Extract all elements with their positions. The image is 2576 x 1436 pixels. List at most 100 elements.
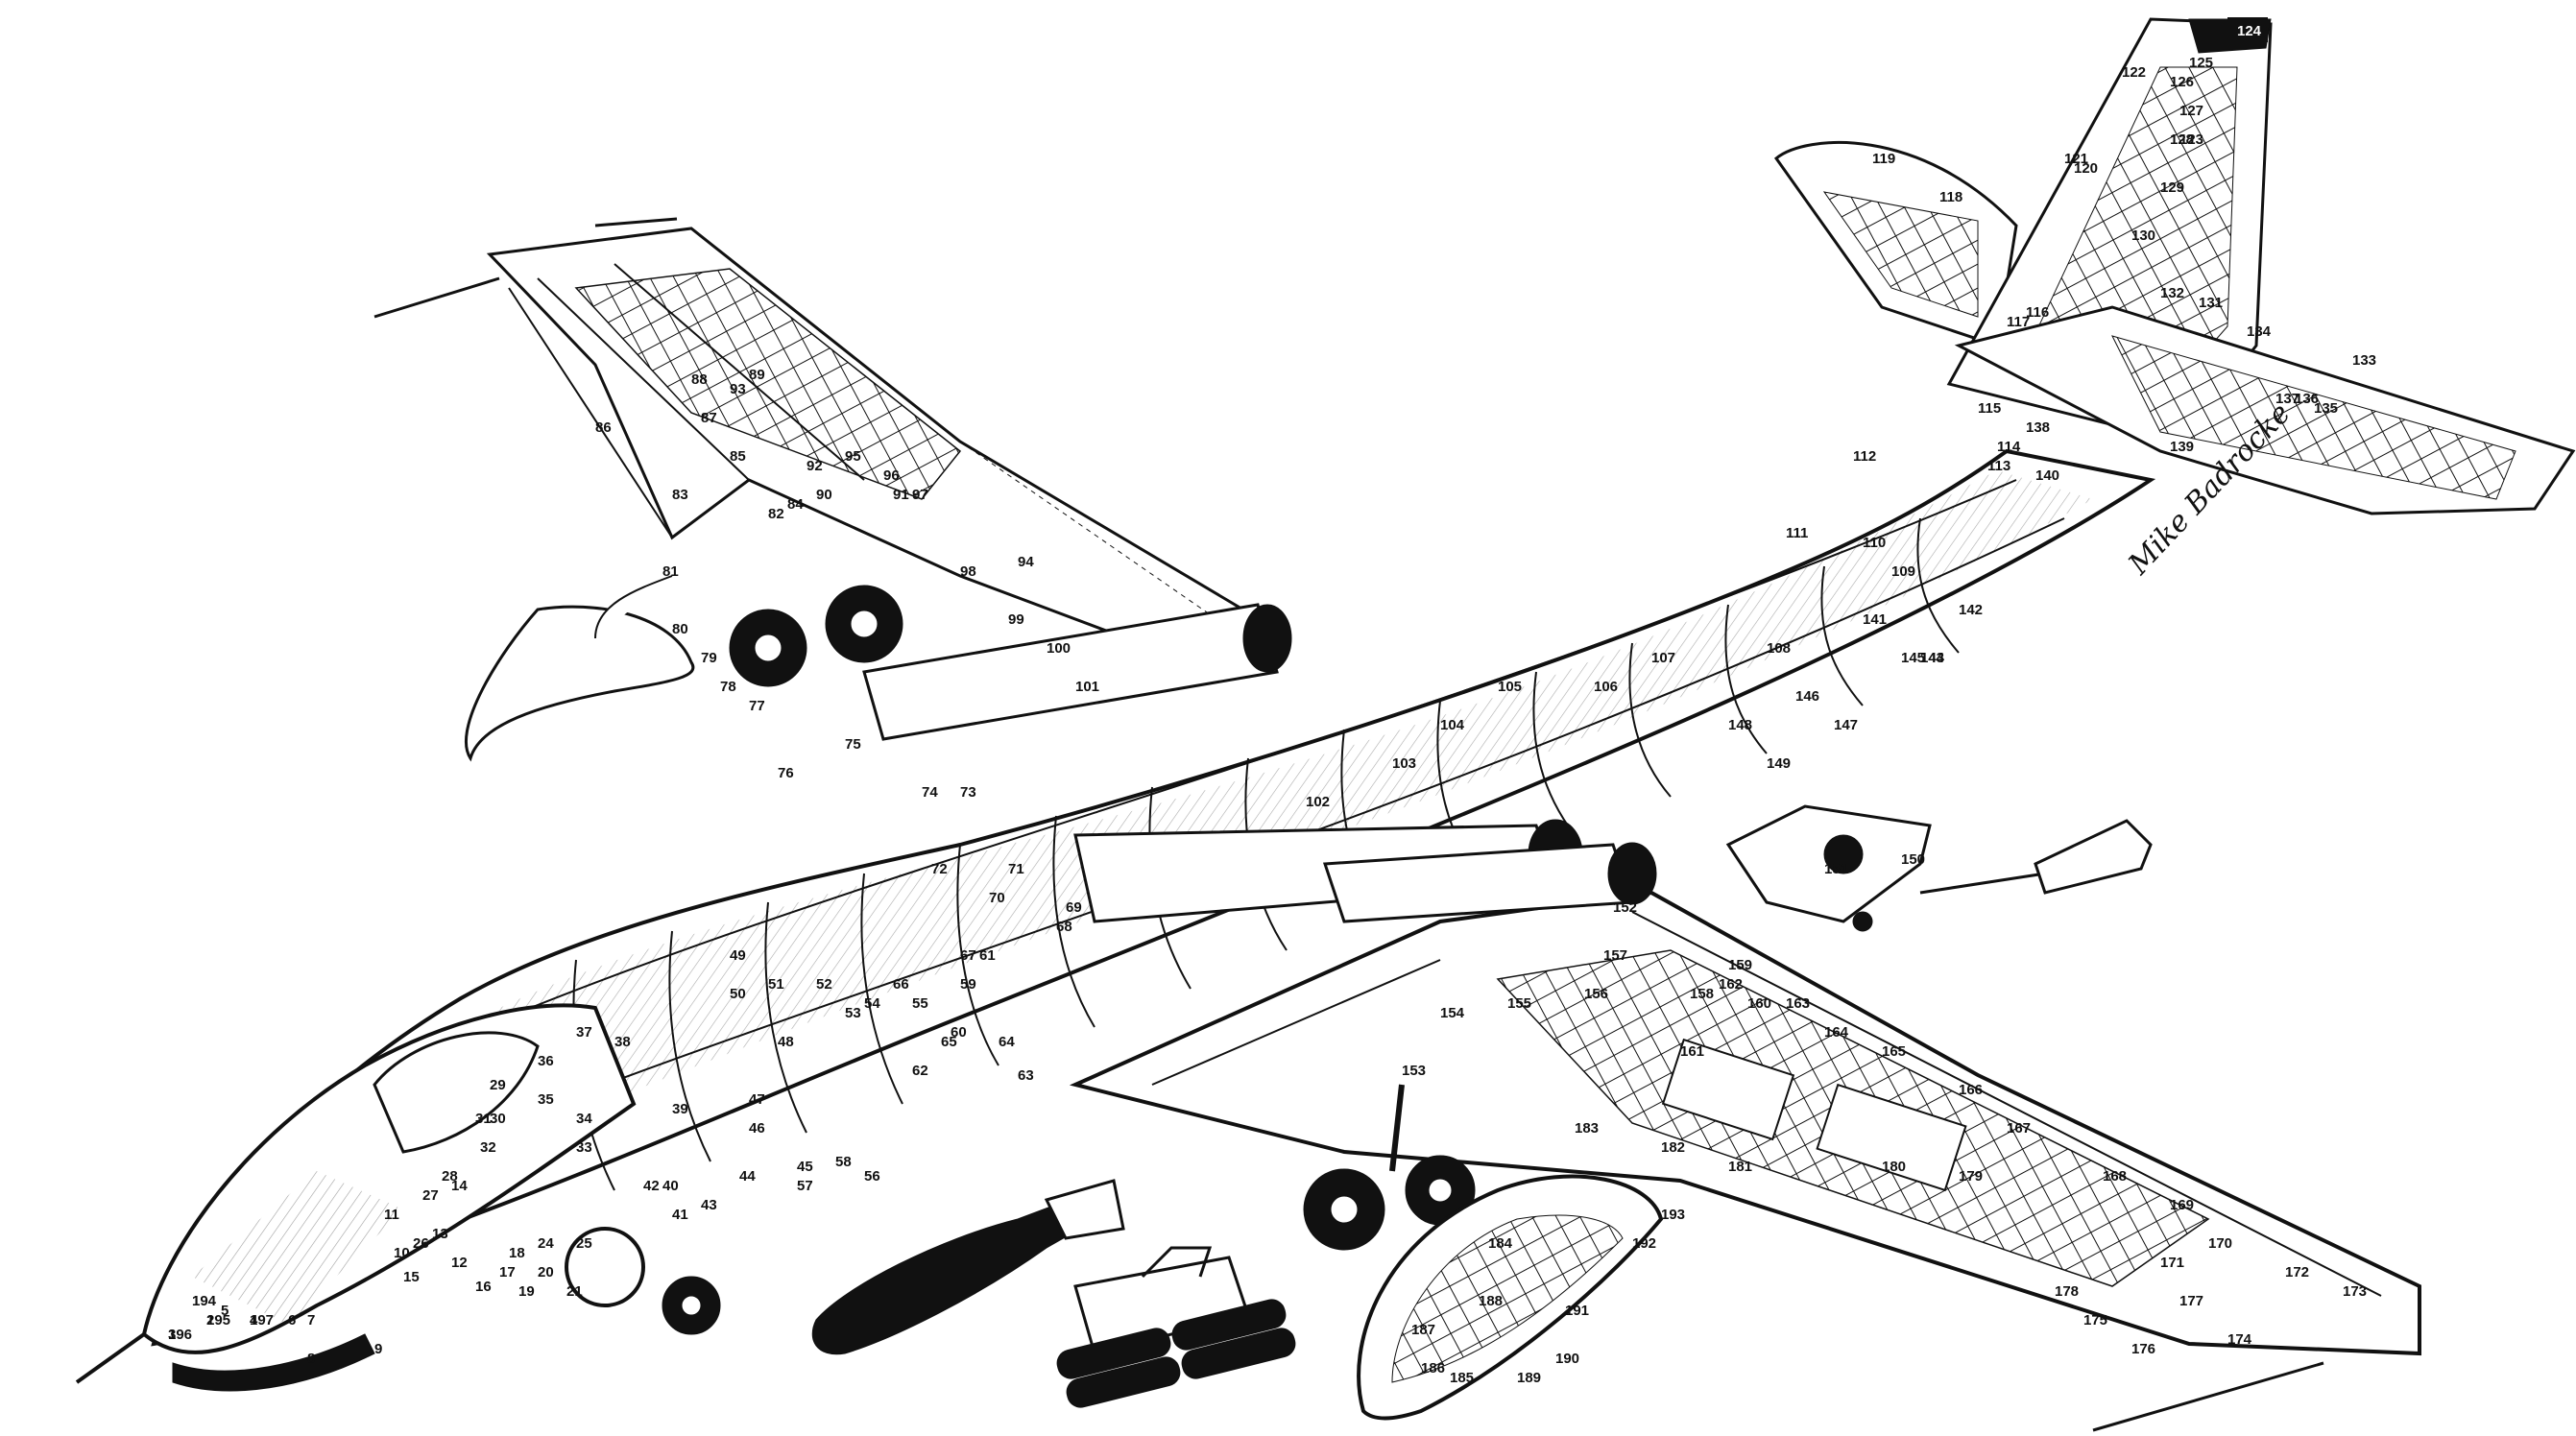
callout-48: 48 bbox=[778, 1034, 794, 1050]
callout-12: 12 bbox=[451, 1255, 468, 1271]
nose-section bbox=[75, 1003, 645, 1392]
callout-158: 158 bbox=[1690, 986, 1714, 1002]
callout-136: 136 bbox=[2295, 391, 2319, 407]
callout-105: 105 bbox=[1498, 679, 1522, 695]
callout-163: 163 bbox=[1786, 995, 1810, 1012]
callout-4: 4 bbox=[250, 1312, 258, 1328]
callout-145: 145 bbox=[1901, 650, 1925, 666]
callout-160: 160 bbox=[1747, 995, 1771, 1012]
callout-65: 65 bbox=[941, 1034, 957, 1050]
callout-177: 177 bbox=[2179, 1293, 2203, 1309]
callout-61: 61 bbox=[979, 947, 996, 964]
callout-31: 31 bbox=[475, 1111, 492, 1127]
tailplane-starboard bbox=[1954, 305, 2576, 515]
callout-110: 110 bbox=[1863, 535, 1886, 551]
callout-134: 134 bbox=[2247, 323, 2272, 340]
callout-152: 152 bbox=[1613, 899, 1637, 916]
callout-135: 135 bbox=[2314, 400, 2338, 417]
main-undercarriage bbox=[1303, 1084, 1476, 1251]
callout-90: 90 bbox=[816, 487, 832, 503]
callout-126: 126 bbox=[2170, 74, 2194, 90]
callout-147: 147 bbox=[1834, 717, 1858, 733]
callout-125: 125 bbox=[2189, 55, 2213, 71]
callout-91: 91 bbox=[893, 487, 909, 503]
callout-26: 26 bbox=[413, 1235, 429, 1252]
callout-166: 166 bbox=[1959, 1082, 1983, 1098]
callout-180: 180 bbox=[1882, 1159, 1906, 1175]
callout-159: 159 bbox=[1728, 957, 1752, 973]
callout-17: 17 bbox=[499, 1264, 516, 1280]
callout-93: 93 bbox=[730, 381, 746, 397]
callout-43: 43 bbox=[701, 1197, 717, 1213]
callout-194: 194 bbox=[192, 1293, 217, 1309]
callout-36: 36 bbox=[538, 1053, 554, 1069]
callout-41: 41 bbox=[672, 1207, 688, 1223]
callout-66: 66 bbox=[893, 976, 909, 993]
callout-1: 1 bbox=[192, 1293, 200, 1309]
callout-40: 40 bbox=[662, 1178, 679, 1194]
callout-60: 60 bbox=[951, 1024, 967, 1041]
callout-171: 171 bbox=[2160, 1255, 2184, 1271]
callout-131: 131 bbox=[2199, 295, 2223, 311]
callout-13: 13 bbox=[432, 1226, 448, 1242]
callout-154: 154 bbox=[1440, 1005, 1465, 1021]
callout-52: 52 bbox=[816, 976, 832, 993]
callout-193: 193 bbox=[1661, 1207, 1685, 1223]
callout-62: 62 bbox=[912, 1063, 928, 1079]
callout-146: 146 bbox=[1795, 688, 1819, 705]
callout-120: 120 bbox=[2074, 160, 2098, 177]
callout-30: 30 bbox=[490, 1111, 506, 1127]
callout-170: 170 bbox=[2208, 1235, 2232, 1252]
callout-80: 80 bbox=[672, 621, 688, 637]
callout-168: 168 bbox=[2103, 1168, 2127, 1185]
callout-38: 38 bbox=[614, 1034, 631, 1050]
callout-82: 82 bbox=[768, 506, 784, 522]
callout-72: 72 bbox=[931, 861, 948, 877]
callout-143: 143 bbox=[1920, 650, 1944, 666]
callout-49: 49 bbox=[730, 947, 746, 964]
callout-21: 21 bbox=[566, 1283, 583, 1300]
callout-44: 44 bbox=[739, 1168, 756, 1185]
callout-9: 9 bbox=[374, 1341, 382, 1357]
callout-68: 68 bbox=[1056, 919, 1072, 935]
callout-142: 142 bbox=[1959, 602, 1983, 618]
callout-164: 164 bbox=[1824, 1024, 1849, 1041]
callout-138: 138 bbox=[2026, 419, 2050, 436]
callout-53: 53 bbox=[845, 1005, 861, 1021]
callout-187: 187 bbox=[1411, 1322, 1435, 1338]
callout-73: 73 bbox=[960, 784, 976, 801]
callout-10: 10 bbox=[394, 1245, 410, 1261]
callout-85: 85 bbox=[730, 448, 746, 465]
callout-127: 127 bbox=[2179, 103, 2203, 119]
callout-39: 39 bbox=[672, 1101, 688, 1117]
callout-86: 86 bbox=[595, 419, 612, 436]
callout-144: 144 bbox=[1920, 650, 1945, 666]
callout-70: 70 bbox=[989, 890, 1005, 906]
port-engines bbox=[862, 603, 1292, 741]
callout-186: 186 bbox=[1421, 1360, 1445, 1376]
callout-181: 181 bbox=[1728, 1159, 1752, 1175]
callout-179: 179 bbox=[1959, 1168, 1983, 1185]
callout-162: 162 bbox=[1719, 976, 1743, 993]
callout-64: 64 bbox=[999, 1034, 1015, 1050]
callout-195: 195 bbox=[206, 1312, 230, 1328]
callout-151: 151 bbox=[1824, 861, 1848, 877]
callout-51: 51 bbox=[768, 976, 784, 993]
callout-103: 103 bbox=[1392, 755, 1416, 772]
callout-176: 176 bbox=[2131, 1341, 2155, 1357]
callout-35: 35 bbox=[538, 1091, 554, 1108]
callout-87: 87 bbox=[701, 410, 717, 426]
callout-14: 14 bbox=[451, 1178, 468, 1194]
callout-129: 129 bbox=[2160, 180, 2184, 196]
bomb bbox=[811, 1179, 1125, 1355]
callout-122: 122 bbox=[2122, 64, 2146, 81]
callout-24: 24 bbox=[538, 1235, 554, 1252]
callout-109: 109 bbox=[1891, 563, 1915, 580]
callout-57: 57 bbox=[797, 1178, 813, 1194]
callout-74: 74 bbox=[922, 784, 938, 801]
callout-191: 191 bbox=[1565, 1303, 1589, 1319]
callout-128: 128 bbox=[2170, 132, 2194, 148]
callout-139: 139 bbox=[2170, 439, 2194, 455]
callout-155: 155 bbox=[1507, 995, 1531, 1012]
